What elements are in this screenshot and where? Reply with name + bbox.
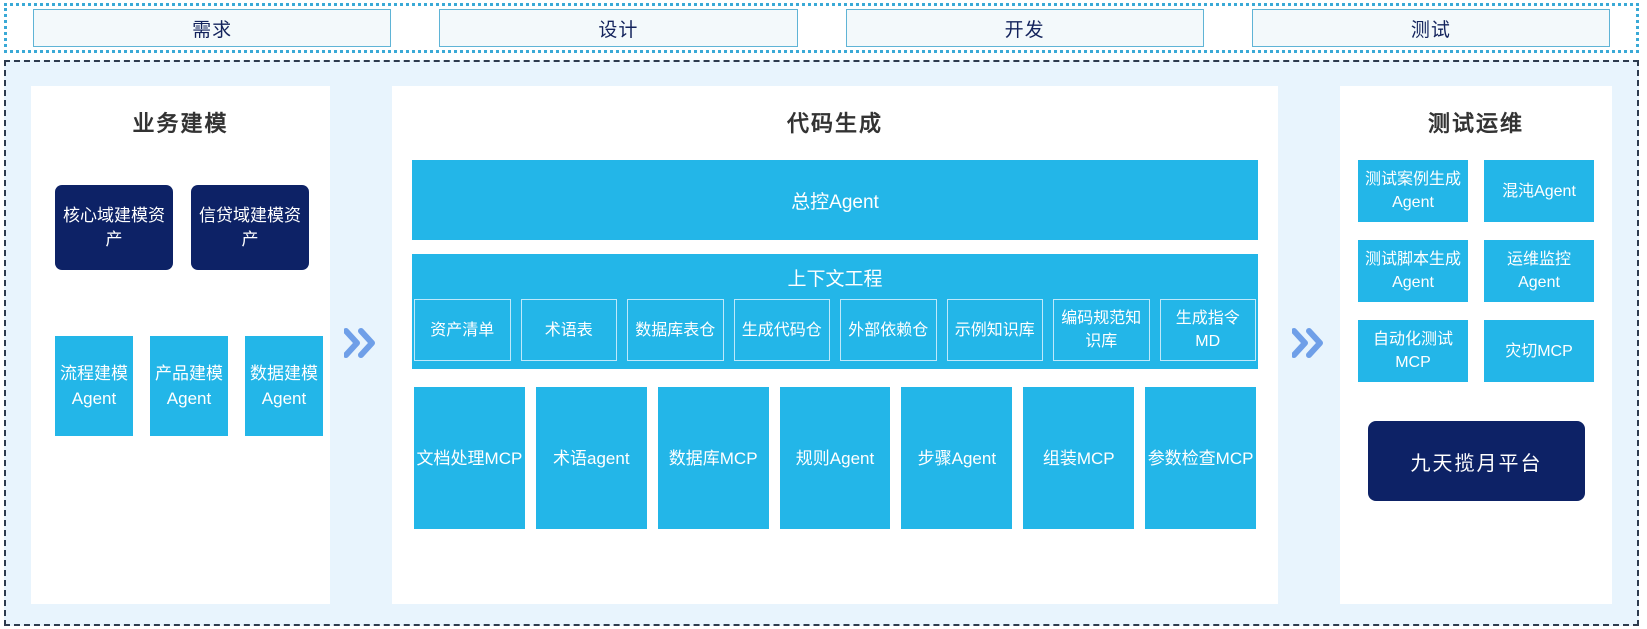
tool-card-database-mcp[interactable]: 数据库MCP: [657, 387, 769, 529]
phase-tab-design[interactable]: 设计: [439, 9, 798, 47]
context-engineering-title: 上下文工程: [787, 269, 883, 290]
panel-title: 测试运维: [1427, 111, 1524, 136]
context-item-external-deps-repo[interactable]: 外部依赖仓: [840, 299, 937, 361]
card-disaster-switch-mcp[interactable]: 灾切MCP: [1484, 320, 1594, 382]
flow-separator-right: [1278, 62, 1340, 624]
asset-card-label: 信贷域建模资产: [199, 205, 301, 249]
context-engineering-block: 上下文工程 资产清单 术语表 数据库表仓 生成代码仓 外部依赖仓 示例知识库 编…: [412, 254, 1258, 369]
context-item-glossary[interactable]: 术语表: [520, 299, 617, 361]
phase-tab-label: 设计: [598, 19, 639, 41]
panel-code-generation: 代码生成 总控Agent 上下文工程 资产清单 术语表 数据库表仓 生成代码仓 …: [392, 86, 1278, 604]
phase-tab-testing[interactable]: 测试: [1251, 9, 1610, 47]
controller-agent-bar[interactable]: 总控Agent: [412, 160, 1258, 240]
tool-card-label: 步骤Agent: [917, 448, 997, 468]
tool-card-label: 术语agent: [553, 448, 630, 468]
context-item-generated-code-repo[interactable]: 生成代码仓: [733, 299, 830, 361]
context-item-example-kb[interactable]: 示例知识库: [946, 299, 1043, 361]
card-label: 自动化测试MCP: [1372, 331, 1453, 371]
tool-card-parameter-check-mcp[interactable]: 参数检查MCP: [1145, 387, 1257, 529]
asset-card-core-domain[interactable]: 核心域建模资产: [55, 185, 173, 270]
platform-card-label: 九天揽月平台: [1410, 452, 1543, 475]
card-label: 测试案例生成Agent: [1364, 171, 1461, 211]
phase-tab-label: 测试: [1410, 19, 1451, 41]
phase-tab-development[interactable]: 开发: [845, 9, 1204, 47]
context-item-asset-list[interactable]: 资产清单: [414, 299, 511, 361]
context-item-label: 生成指令MD: [1175, 310, 1240, 350]
phase-bar: 需求 设计 开发 测试: [4, 3, 1639, 53]
agent-card-process-modeling[interactable]: 流程建模Agent: [55, 336, 133, 436]
panel-business-modeling: 业务建模 核心域建模资产 信贷域建模资产 流程建模Agent 产品建模Agent…: [31, 86, 330, 604]
phase-tab-requirements[interactable]: 需求: [33, 9, 392, 47]
context-item-label: 资产清单: [430, 321, 495, 339]
context-item-db-table-repo[interactable]: 数据库表仓: [627, 299, 724, 361]
agent-card-data-modeling[interactable]: 数据建模Agent: [245, 336, 323, 436]
context-item-coding-standard-kb[interactable]: 编码规范知识库: [1053, 299, 1150, 361]
tool-card-document-processing-mcp[interactable]: 文档处理MCP: [414, 387, 525, 529]
panel-title: 代码生成: [786, 111, 883, 136]
context-item-label: 外部依赖仓: [848, 321, 929, 339]
asset-card-credit-domain[interactable]: 信贷域建模资产: [191, 185, 309, 270]
agent-card-label: 流程建模Agent: [60, 364, 128, 408]
card-test-case-generation-agent[interactable]: 测试案例生成Agent: [1358, 160, 1468, 222]
test-ops-card-grid: 测试案例生成Agent 混沌Agent 测试脚本生成Agent 运维监控Agen…: [1358, 160, 1594, 382]
card-ops-monitoring-agent[interactable]: 运维监控Agent: [1484, 240, 1594, 302]
tool-card-label: 组装MCP: [1042, 448, 1115, 468]
context-item-label: 数据库表仓: [635, 321, 716, 339]
card-label: 测试脚本生成Agent: [1364, 251, 1461, 291]
agent-card-product-modeling[interactable]: 产品建模Agent: [150, 336, 228, 436]
context-item-label: 编码规范知识库: [1061, 310, 1142, 350]
flow-separator-left: [330, 62, 392, 624]
card-label: 运维监控Agent: [1506, 251, 1571, 291]
panel-title: 业务建模: [132, 111, 229, 136]
business-asset-group: 核心域建模资产 信贷域建模资产: [55, 185, 330, 270]
platform-card-jiutian[interactable]: 九天揽月平台: [1368, 421, 1585, 501]
tool-card-rule-agent[interactable]: 规则Agent: [779, 387, 891, 529]
double-chevron-right-icon: [344, 328, 375, 358]
context-item-label: 生成代码仓: [741, 321, 822, 339]
business-agent-group: 流程建模Agent 产品建模Agent 数据建模Agent: [55, 336, 330, 436]
context-item-label: 术语表: [544, 321, 593, 339]
tool-card-row: 文档处理MCP 术语agent 数据库MCP 规则Agent 步骤Agent 组…: [412, 387, 1258, 529]
phase-tab-label: 开发: [1004, 19, 1045, 41]
card-label: 混沌Agent: [1502, 182, 1576, 200]
context-item-label: 示例知识库: [954, 321, 1035, 339]
asset-card-label: 核心域建模资产: [63, 205, 165, 249]
card-test-script-generation-agent[interactable]: 测试脚本生成Agent: [1358, 240, 1468, 302]
agent-card-label: 数据建模Agent: [250, 364, 318, 408]
tool-card-label: 规则Agent: [795, 448, 875, 468]
tool-card-assembly-mcp[interactable]: 组装MCP: [1023, 387, 1135, 529]
context-item-generation-instruction-md[interactable]: 生成指令MD: [1159, 299, 1256, 361]
card-automated-test-mcp[interactable]: 自动化测试MCP: [1358, 320, 1468, 382]
panel-test-operations: 测试运维 测试案例生成Agent 混沌Agent 测试脚本生成Agent 运维监…: [1340, 86, 1612, 604]
context-item-row: 资产清单 术语表 数据库表仓 生成代码仓 外部依赖仓 示例知识库 编码规范知识库…: [412, 299, 1258, 361]
card-label: 灾切MCP: [1505, 342, 1573, 360]
pipeline-stage: 业务建模 核心域建模资产 信贷域建模资产 流程建模Agent 产品建模Agent…: [4, 60, 1639, 626]
tool-card-glossary-agent[interactable]: 术语agent: [535, 387, 647, 529]
agent-card-label: 产品建模Agent: [155, 364, 223, 408]
tool-card-step-agent[interactable]: 步骤Agent: [901, 387, 1013, 529]
controller-agent-label: 总控Agent: [791, 191, 879, 213]
double-chevron-right-icon: [1292, 328, 1323, 358]
card-chaos-agent[interactable]: 混沌Agent: [1484, 160, 1594, 222]
tool-card-label: 参数检查MCP: [1147, 448, 1254, 468]
tool-card-label: 文档处理MCP: [416, 448, 523, 468]
tool-card-label: 数据库MCP: [668, 448, 758, 468]
phase-tab-label: 需求: [192, 19, 233, 41]
